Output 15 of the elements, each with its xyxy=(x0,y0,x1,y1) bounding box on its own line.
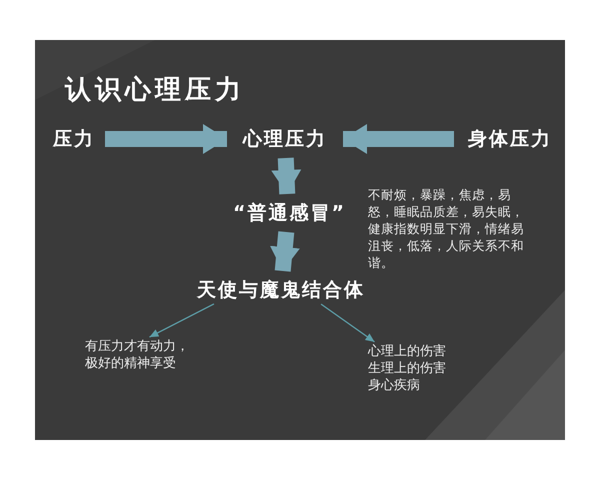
heading-text: 心理压力 xyxy=(233,126,337,152)
block-arrow xyxy=(343,124,454,154)
arrow xyxy=(149,303,214,338)
heading-text: 天使与魔鬼结合体 xyxy=(191,277,371,303)
block-arrow xyxy=(270,231,300,272)
heading-text: 身体压力 xyxy=(460,126,560,152)
block-arrow xyxy=(105,124,227,154)
note-text: 不耐烦，暴躁，焦虑，易怒，睡眠品质差，易失眠，健康指数明显下滑，情绪易沮丧，低落，人际关系不和谐。 xyxy=(368,186,525,271)
body-text: 心理上的伤害生理上的伤害身心疾病 xyxy=(368,343,450,397)
heading-text: 压力 xyxy=(49,126,99,152)
heading-text: “普通感冒” xyxy=(233,200,343,226)
arrow xyxy=(320,304,375,342)
body-text: 有压力才有动力，极好的精神享受 xyxy=(85,338,197,374)
block-arrow xyxy=(271,158,302,194)
slide-title: 认识心理压力 xyxy=(65,74,245,107)
